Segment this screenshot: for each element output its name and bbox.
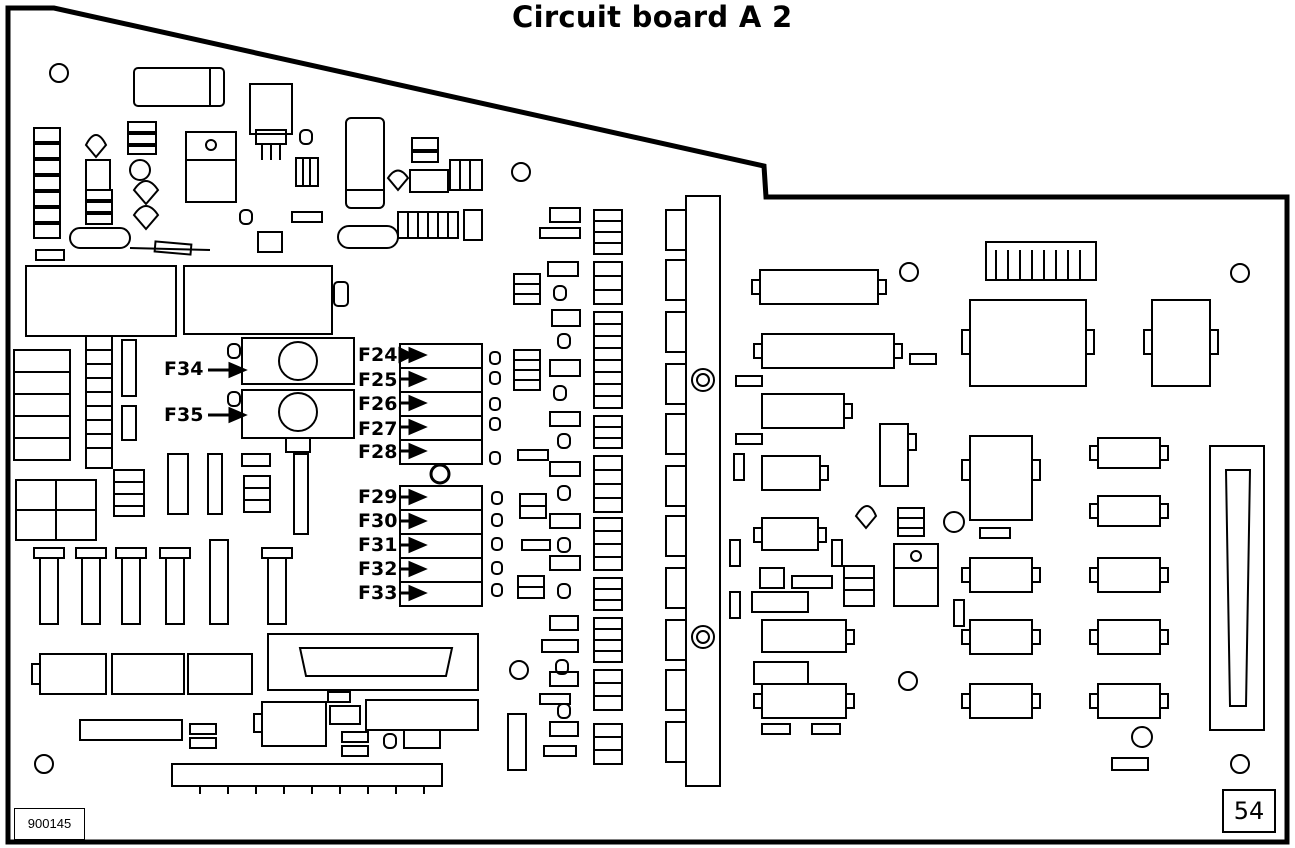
- right-components: [961, 241, 1265, 771]
- fuse-label-f24: F24: [358, 344, 398, 366]
- connector-strips: [593, 209, 623, 765]
- page-title: Circuit board A 2: [512, 0, 793, 34]
- fuse-label-f27: F27: [358, 418, 398, 440]
- left-modules: [13, 265, 349, 541]
- mounting-holes: [34, 63, 1250, 774]
- fuse-label-f34: F34: [164, 358, 204, 380]
- bottom-left-components: [31, 539, 479, 794]
- page-number: 54: [1222, 789, 1276, 833]
- right-middle-components: [729, 269, 965, 735]
- fuse-label-f28: F28: [358, 441, 398, 463]
- bus-bar: [665, 195, 721, 787]
- ring-mount: [429, 463, 451, 485]
- fuse-label-f35: F35: [164, 404, 204, 426]
- document-number: 900145: [14, 808, 85, 840]
- fuse-label-f32: F32: [358, 558, 398, 580]
- middle-column-components: [507, 207, 581, 771]
- fuse-label-f30: F30: [358, 510, 398, 532]
- fuse-label-f25: F25: [358, 369, 398, 391]
- fuse-label-f31: F31: [358, 534, 398, 556]
- top-left-components: [33, 67, 483, 261]
- fuse-label-f33: F33: [358, 582, 398, 604]
- fuse-label-f29: F29: [358, 486, 398, 508]
- small-pads: [489, 351, 503, 597]
- fuse-arrows: [208, 346, 428, 602]
- fuse-label-f26: F26: [358, 393, 398, 415]
